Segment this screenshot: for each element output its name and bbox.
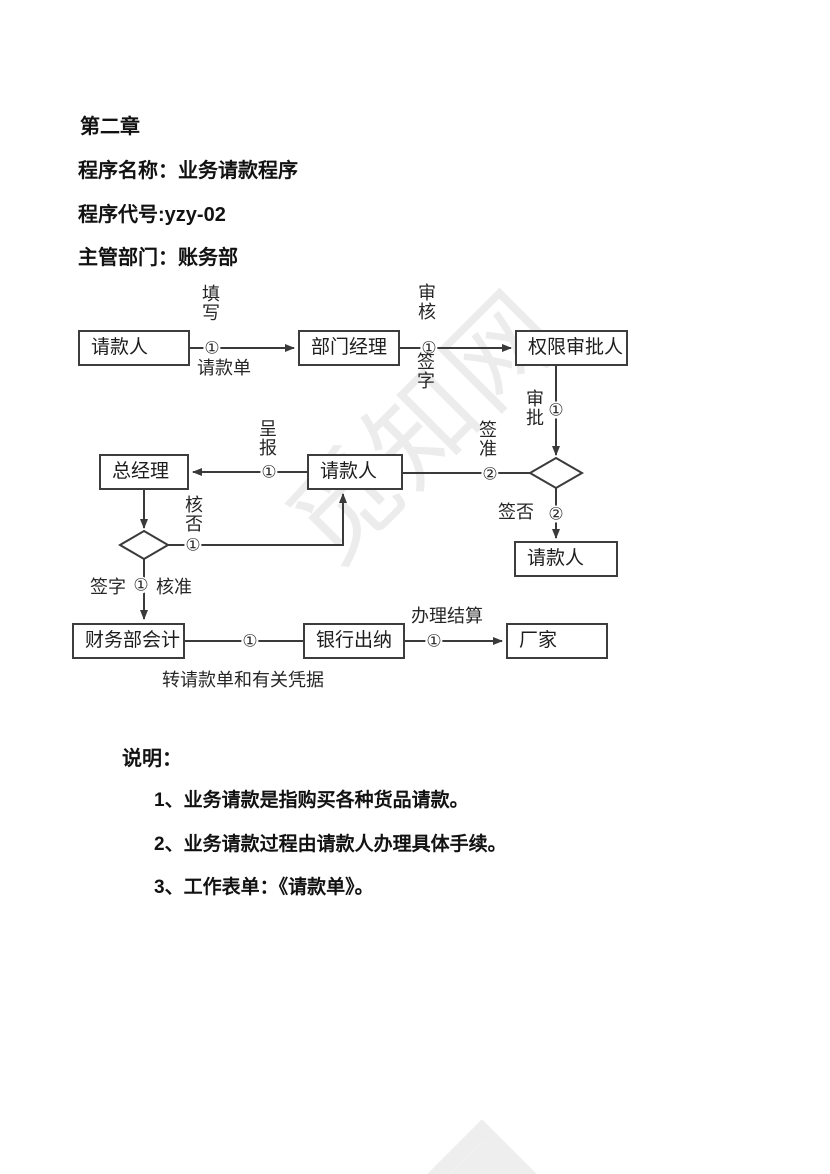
chapter-title: 第二章 bbox=[80, 116, 140, 138]
flow-box-requester-top: 请款人 bbox=[78, 330, 190, 366]
edge-label-sign-no: 签否 bbox=[498, 502, 534, 522]
edge-label-verify-no: 核否 bbox=[185, 494, 203, 534]
flow-box-dept-manager: 部门经理 bbox=[298, 330, 400, 366]
step-circle-7: ① bbox=[184, 535, 202, 555]
step-circle-5: ② bbox=[547, 504, 565, 524]
step-circle-8: ① bbox=[132, 575, 150, 595]
step-circle-6: ① bbox=[260, 462, 278, 482]
flow-box-bank-cashier: 银行出纳 bbox=[303, 623, 405, 659]
note-item-3: 3、工作表单：《请款单》。 bbox=[154, 877, 374, 898]
step-circle-10: ① bbox=[425, 631, 443, 651]
department-line: 主管部门：账务部 bbox=[78, 247, 238, 269]
flow-box-requester-reject: 请款人 bbox=[514, 541, 618, 577]
step-circle-3: ① bbox=[547, 400, 565, 420]
edge-label-verify-yes: 核准 bbox=[156, 577, 192, 597]
decision-diamond-gm bbox=[118, 529, 170, 561]
step-circle-2: ① bbox=[420, 338, 438, 358]
edge-label-request-form: 请款单 bbox=[197, 358, 251, 378]
edge-label-sign-top: 签字 bbox=[417, 351, 435, 391]
step-circle-4: ② bbox=[481, 464, 499, 484]
step-circle-1: ① bbox=[203, 338, 221, 358]
edge-label-sign-yes: 签准 bbox=[479, 419, 497, 459]
flow-box-requester-mid: 请款人 bbox=[307, 454, 403, 490]
note-item-2: 2、业务请款过程由请款人办理具体手续。 bbox=[154, 834, 507, 855]
edge-label-sign-bottom: 签字 bbox=[90, 577, 126, 597]
edge-label-settlement: 办理结算 bbox=[411, 606, 483, 626]
procedure-name-line: 程序名称：业务请款程序 bbox=[78, 160, 298, 182]
note-item-1: 1、业务请款是指购买各种货品请款。 bbox=[154, 790, 469, 811]
flow-box-vendor: 厂家 bbox=[506, 623, 608, 659]
procedure-code-line: 程序代号:yzy-02 bbox=[78, 204, 226, 226]
edge-label-fill-in: 填写 bbox=[202, 283, 220, 323]
edge-label-transfer-note: 转请款单和有关凭据 bbox=[162, 670, 324, 690]
decision-diamond-authority bbox=[527, 456, 585, 490]
step-circle-9: ① bbox=[241, 631, 259, 651]
flow-box-general-manager: 总经理 bbox=[99, 454, 189, 490]
flow-box-finance-accountant: 财务部会计 bbox=[72, 623, 185, 659]
notes-title: 说明： bbox=[122, 748, 182, 770]
edge-label-submit: 呈报 bbox=[259, 418, 277, 458]
edge-label-approve: 审批 bbox=[526, 388, 544, 428]
flow-box-authority-approver: 权限审批人 bbox=[515, 330, 628, 366]
edge-label-review: 审核 bbox=[418, 282, 436, 322]
